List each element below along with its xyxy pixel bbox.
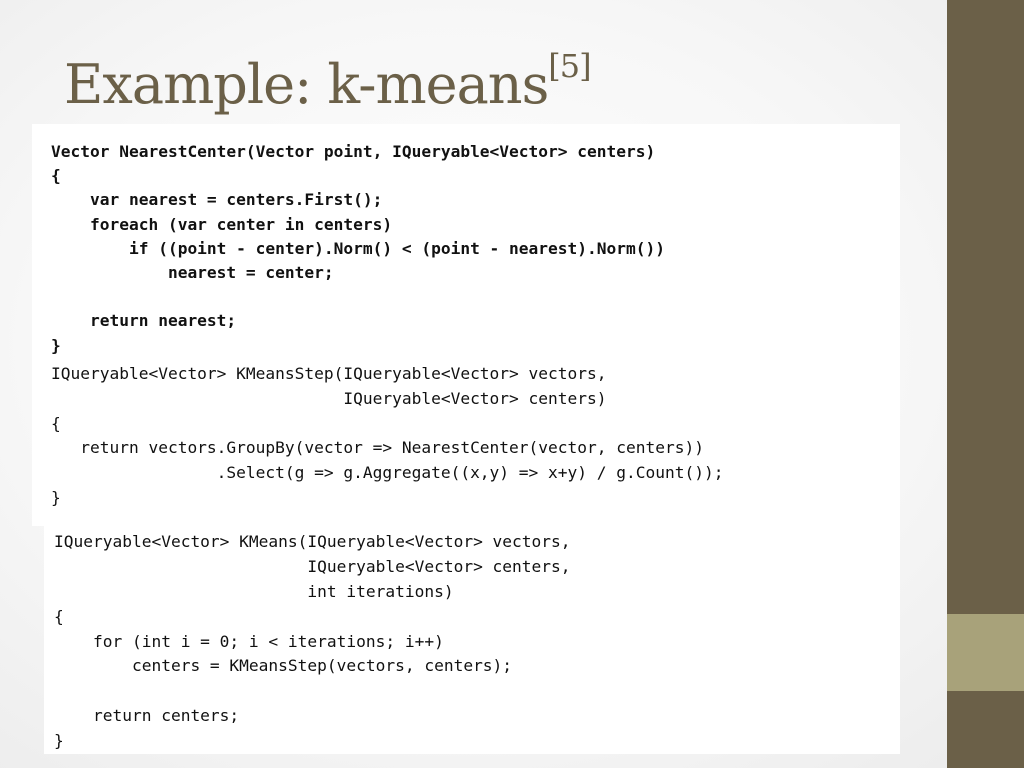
- code-line: }: [51, 487, 61, 507]
- code-line: centers = KMeansStep(vectors, centers);: [54, 656, 513, 676]
- code-line: foreach (var center in centers): [51, 214, 393, 234]
- code-line: return nearest;: [51, 311, 237, 331]
- code-line: {: [51, 413, 61, 433]
- code-line: return centers;: [54, 706, 240, 726]
- slide-title: Example: k-means[5]: [64, 50, 592, 112]
- code-line: var nearest = centers.First();: [51, 190, 383, 210]
- code-block-kmeans-step: IQueryable<Vector> KMeansStep(IQueryable…: [32, 356, 900, 526]
- title-citation: [5]: [548, 47, 591, 85]
- code-line: int iterations): [54, 581, 454, 601]
- code-line: {: [51, 166, 61, 186]
- code-line: }: [54, 731, 64, 751]
- code-line: IQueryable<Vector> KMeans(IQueryable<Vec…: [54, 532, 571, 551]
- code-line: IQueryable<Vector> centers): [51, 388, 607, 408]
- code-line: {: [54, 606, 64, 626]
- code-line: .Select(g => g.Aggregate((x,y) => x+y) /…: [51, 463, 724, 483]
- code-line: for (int i = 0; i < iterations; i++): [54, 631, 444, 651]
- code-line: if ((point - center).Norm() < (point - n…: [51, 238, 665, 258]
- code-line: }: [51, 335, 61, 355]
- code-line: [51, 285, 900, 309]
- code-line: Vector NearestCenter(Vector point, IQuer…: [51, 142, 656, 161]
- code-block-kmeans: IQueryable<Vector> KMeans(IQueryable<Vec…: [44, 526, 900, 754]
- slide-title-text: Example: k-means: [64, 53, 549, 116]
- code-line: return vectors.GroupBy(vector => Nearest…: [51, 438, 704, 458]
- code-line: [54, 679, 900, 704]
- code-line: nearest = center;: [51, 262, 334, 282]
- code-line: IQueryable<Vector> KMeansStep(IQueryable…: [51, 364, 607, 383]
- sidebar-accent-block: [947, 614, 1024, 691]
- code-block-nearest-center: Vector NearestCenter(Vector point, IQuer…: [32, 124, 900, 356]
- code-line: IQueryable<Vector> centers,: [54, 556, 571, 576]
